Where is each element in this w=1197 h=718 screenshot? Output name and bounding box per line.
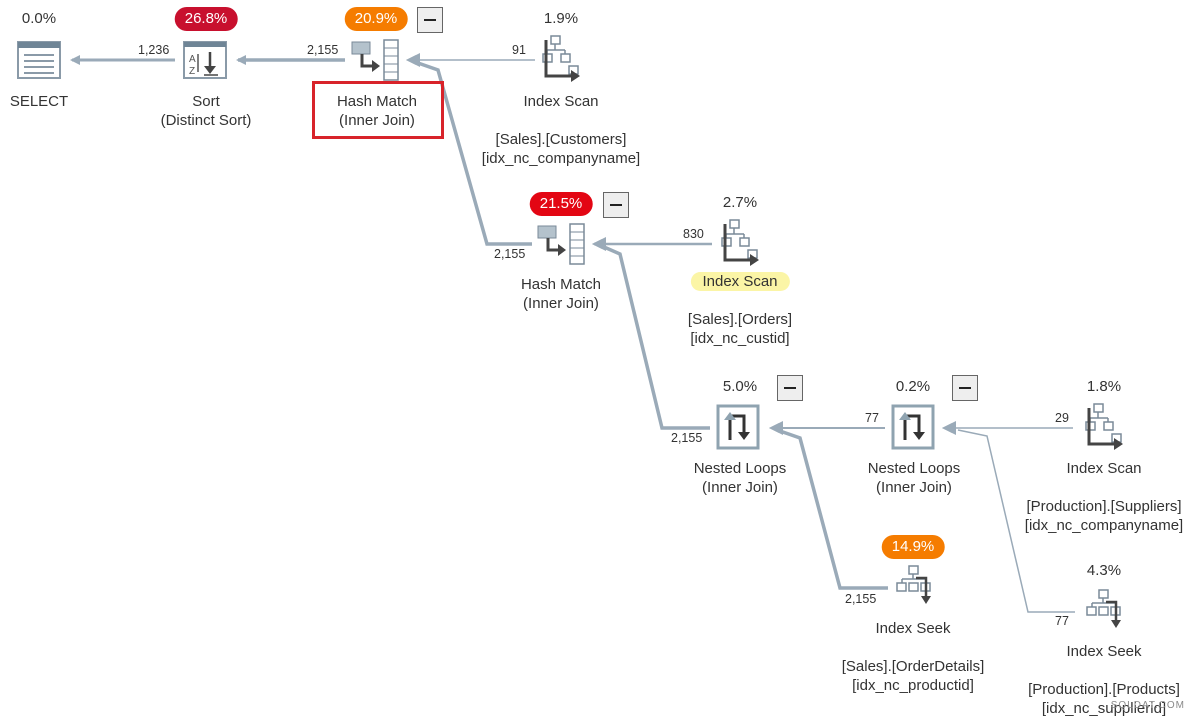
nested-loops-icon[interactable] xyxy=(891,404,935,450)
rows-orders-to-hash2: 830 xyxy=(683,227,704,241)
seek-orderdetails-cost-badge: 14.9% xyxy=(881,535,945,559)
collapse-nl2-button[interactable] xyxy=(952,375,978,401)
seek-orderdetails-label: Index Seek [Sales].[OrderDetails] [idx_n… xyxy=(842,619,985,695)
hash1-label: Hash Match (Inner Join) xyxy=(337,92,417,130)
rows-nl2-to-nl1: 77 xyxy=(865,411,879,425)
collapse-nl1-button[interactable] xyxy=(777,375,803,401)
seek-orderdetails-object: [Sales].[OrderDetails] xyxy=(841,658,985,675)
sort-cost-badge: 26.8% xyxy=(174,7,238,31)
edge-seekod-nl1 xyxy=(779,429,888,590)
hash-match-icon[interactable] xyxy=(537,223,585,265)
arrowhead-hash1 xyxy=(406,53,420,67)
rows-customers-to-hash1: 91 xyxy=(512,43,526,57)
suppliers-scan-title: Index Scan xyxy=(1066,460,1142,477)
rows-hash2-to-hash1: 2,155 xyxy=(494,247,526,261)
edge-hash2-hash1 xyxy=(417,61,532,246)
seek-products-label: Index Seek [Production].[Products] [idx_… xyxy=(1028,642,1180,718)
rows-hash1-to-sort: 2,155 xyxy=(307,43,339,57)
index-scan-icon[interactable] xyxy=(542,35,580,82)
orders-scan-index: [idx_nc_custid] xyxy=(690,330,790,347)
suppliers-scan-index: [idx_nc_companyname] xyxy=(1024,517,1184,534)
suppliers-scan-cost: 1.8% xyxy=(1086,378,1122,395)
index-seek-icon[interactable] xyxy=(896,565,931,604)
hash2-title: Hash Match xyxy=(520,276,602,293)
customers-scan-cost: 1.9% xyxy=(543,10,579,27)
rows-products-to-nl2: 77 xyxy=(1055,614,1069,628)
nl2-cost: 0.2% xyxy=(895,378,931,395)
seek-products-title: Index Seek xyxy=(1066,643,1142,660)
orders-scan-object: [Sales].[Orders] xyxy=(687,311,793,328)
orders-scan-label: Index Scan [Sales].[Orders] [idx_nc_cust… xyxy=(688,272,792,348)
nl2-title: Nested Loops xyxy=(867,460,961,477)
hash1-cost-badge: 20.9% xyxy=(344,7,408,31)
rows-nl1-to-hash2: 2,155 xyxy=(671,431,703,445)
nested-loops-icon[interactable] xyxy=(716,404,760,450)
nl1-cost: 5.0% xyxy=(722,378,758,395)
hash1-subtitle: (Inner Join) xyxy=(339,112,415,129)
svg-text:Z: Z xyxy=(189,66,195,77)
seek-products-object: [Production].[Products] xyxy=(1028,681,1180,698)
nl2-label: Nested Loops (Inner Join) xyxy=(868,459,961,497)
sort-subtitle: (Distinct Sort) xyxy=(160,112,252,129)
orders-scan-cost: 2.7% xyxy=(722,194,758,211)
highlight-box xyxy=(312,81,444,139)
hash2-label: Hash Match (Inner Join) xyxy=(521,275,601,313)
index-scan-icon[interactable] xyxy=(721,219,759,266)
index-seek-icon[interactable] xyxy=(1086,589,1121,628)
collapse-hash2-button[interactable] xyxy=(603,192,629,218)
svg-text:A: A xyxy=(189,54,196,65)
hash2-cost-badge: 21.5% xyxy=(529,192,593,216)
bend-arrowheads xyxy=(406,53,956,435)
nl1-subtitle: (Inner Join) xyxy=(702,479,778,496)
rows-sort-to-select: 1,236 xyxy=(138,43,170,57)
sort-icon[interactable]: A Z xyxy=(183,41,227,79)
hash-match-icon[interactable] xyxy=(351,39,399,81)
seek-products-index: [idx_nc_supplierid] xyxy=(1041,700,1167,717)
customers-scan-label: Index Scan [Sales].[Customers] [idx_nc_c… xyxy=(482,92,640,168)
customers-scan-object: [Sales].[Customers] xyxy=(495,131,627,148)
edge-products-nl2 xyxy=(957,429,1075,613)
seek-orderdetails-title: Index Seek xyxy=(875,620,951,637)
edge-nl1-hash2 xyxy=(603,245,710,430)
select-cost: 0.0% xyxy=(21,10,57,27)
select-title: SELECT xyxy=(9,93,69,110)
hash1-title: Hash Match xyxy=(336,93,418,110)
nl2-subtitle: (Inner Join) xyxy=(876,479,952,496)
seek-products-cost: 4.3% xyxy=(1086,562,1122,579)
index-scan-icon[interactable] xyxy=(1085,403,1123,450)
rows-seekod-to-nl1: 2,155 xyxy=(845,592,877,606)
connectors xyxy=(70,55,1075,613)
watermark: SQLDAT.COM xyxy=(1110,700,1185,711)
arrowhead-nl1 xyxy=(769,421,783,435)
suppliers-scan-label: Index Scan [Production].[Suppliers] [idx… xyxy=(1025,459,1183,535)
select-label: SELECT xyxy=(10,92,68,111)
select-icon[interactable] xyxy=(17,41,61,79)
suppliers-scan-object: [Production].[Suppliers] xyxy=(1026,498,1182,515)
nl1-title: Nested Loops xyxy=(693,460,787,477)
collapse-hash1-button[interactable] xyxy=(417,7,443,33)
sort-label: Sort (Distinct Sort) xyxy=(161,92,252,130)
arrowhead-hash2 xyxy=(592,237,606,251)
customers-scan-index: [idx_nc_companyname] xyxy=(481,150,641,167)
seek-orderdetails-index: [idx_nc_productid] xyxy=(852,677,974,694)
hash2-subtitle: (Inner Join) xyxy=(523,295,599,312)
orders-scan-title-highlighted: Index Scan xyxy=(690,272,790,291)
arrowhead-nl2 xyxy=(942,421,956,435)
customers-scan-title: Index Scan xyxy=(523,93,599,110)
nl1-label: Nested Loops (Inner Join) xyxy=(694,459,787,497)
sort-title: Sort xyxy=(192,93,220,110)
rows-suppliers-to-nl2: 29 xyxy=(1055,411,1069,425)
